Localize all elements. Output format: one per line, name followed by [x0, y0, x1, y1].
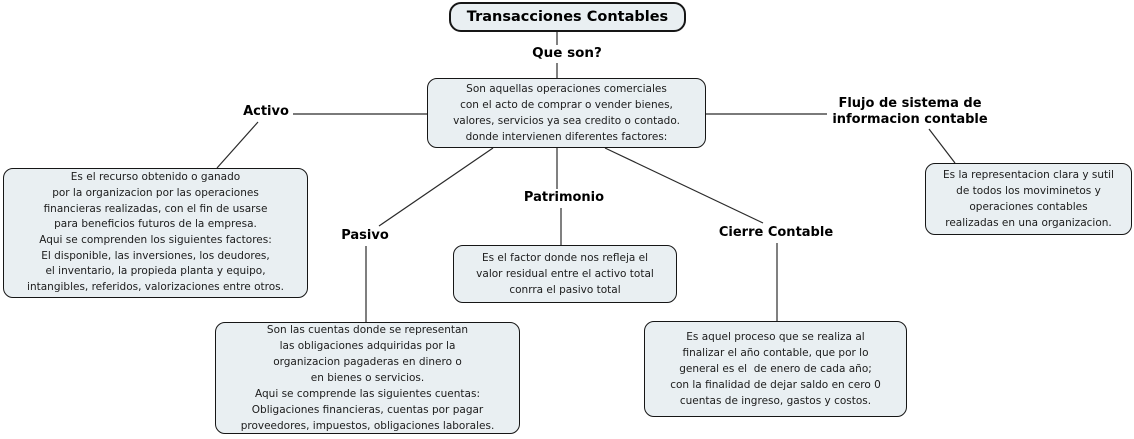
label-que-son[interactable]: Que son? [532, 45, 602, 61]
node-cierre-contable-description[interactable]: Es aquel proceso que se realiza al final… [644, 321, 907, 417]
label-patrimonio[interactable]: Patrimonio [523, 190, 605, 205]
label-pasivo[interactable]: Pasivo [341, 228, 389, 243]
node-pasivo-description[interactable]: Son las cuentas donde se representan las… [215, 322, 520, 434]
node-central-definition[interactable]: Son aquellas operaciones comerciales con… [427, 78, 706, 148]
label-cierre-contable[interactable]: Cierre Contable [718, 225, 834, 240]
connector-flujo-to-box [928, 128, 956, 164]
connector-activo-to-box [216, 121, 259, 169]
node-title[interactable]: Transacciones Contables [449, 2, 686, 32]
label-flujo-sistema-informacion[interactable]: Flujo de sistema de informacion contable [832, 96, 988, 127]
label-activo[interactable]: Activo [243, 104, 289, 119]
node-activo-description[interactable]: Es el recurso obtenido o ganado por la o… [3, 168, 308, 298]
connector-central-to-cierre [604, 147, 764, 224]
node-patrimonio-description[interactable]: Es el factor donde nos refleja el valor … [453, 245, 677, 303]
node-flujo-description[interactable]: Es la representacion clara y sutil de to… [925, 163, 1132, 235]
connector-central-to-pasivo [378, 147, 494, 227]
